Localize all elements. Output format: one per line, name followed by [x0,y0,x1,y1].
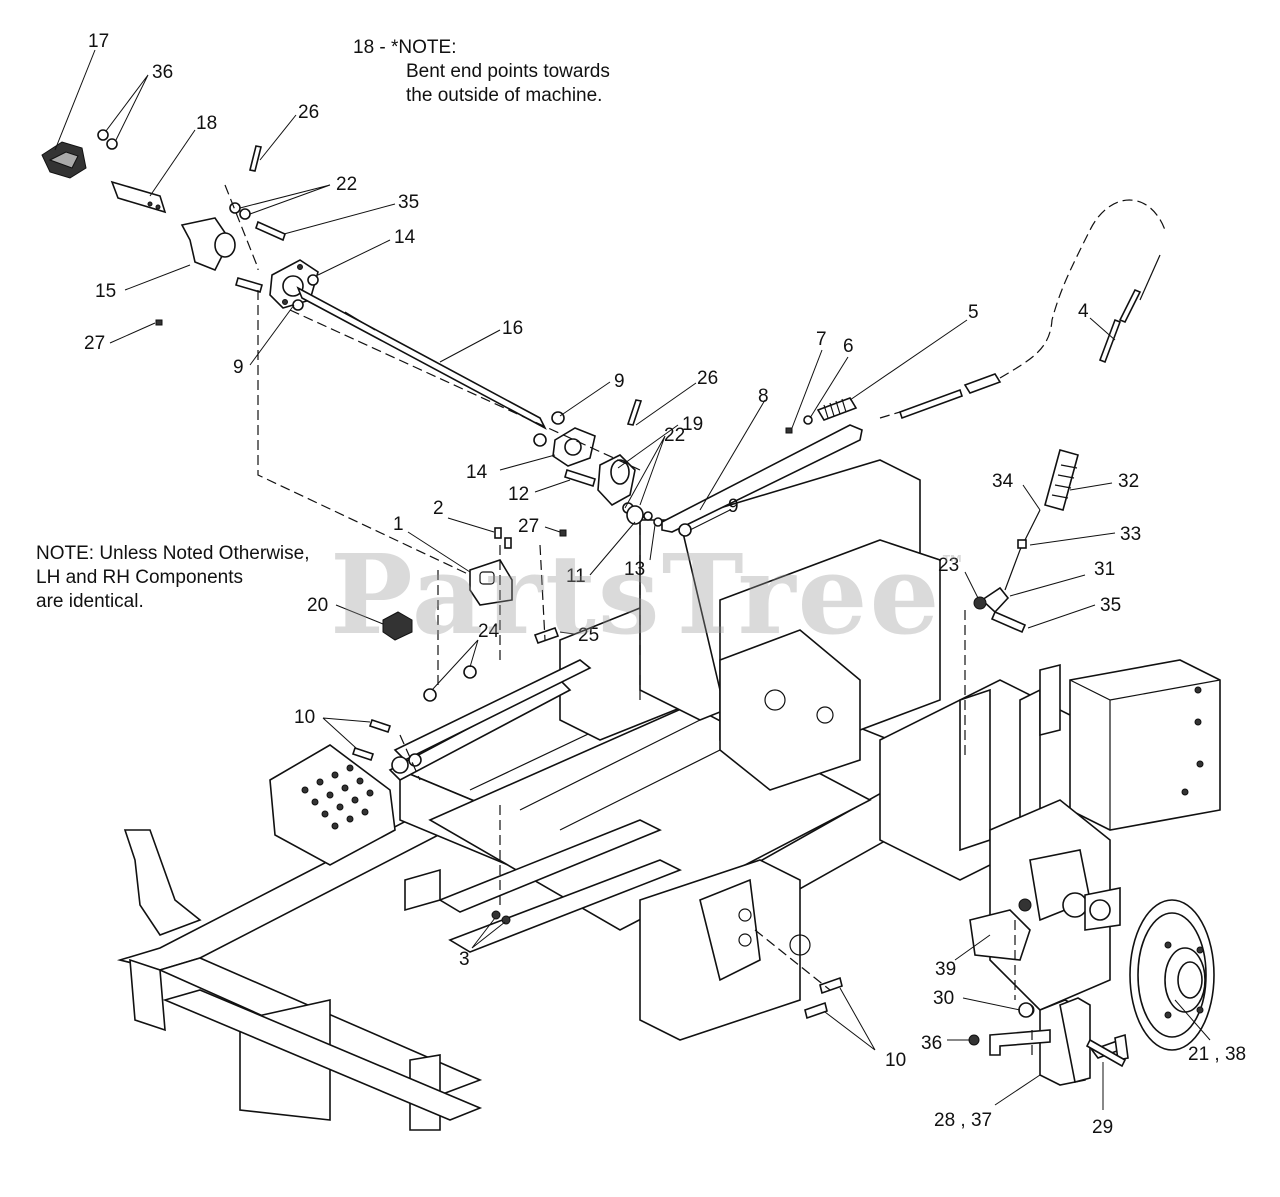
watermark: PartsTree™ [330,530,966,659]
callout-18: 18 [196,113,217,134]
callout-3: 3 [459,949,470,970]
callout-35: 35 [398,192,419,213]
callout-22: 22 [336,174,357,195]
leader-lines [54,49,1211,1110]
bent-end-note: 18 - *NOTE: Bent end points towards the … [353,36,610,108]
callout-15: 15 [95,281,116,302]
callout-10: 10 [294,707,315,728]
note-line: Bent end points towards [406,61,610,82]
callout-1: 1 [393,514,404,535]
callout-20: 20 [307,595,328,616]
brake-caliper [968,997,1129,1086]
brake-rotor [1129,899,1215,1051]
callout-27: 27 [84,333,105,354]
note-line: are identical. [36,591,144,612]
note-line: the outside of machine. [406,85,603,106]
callout-10: 10 [885,1050,906,1071]
callout-26: 26 [697,368,718,389]
callout-24: 24 [478,621,500,642]
callout-28-37: 28 , 37 [934,1110,992,1131]
callout-5: 5 [968,302,979,323]
callout-22: 22 [664,425,685,446]
callout-8: 8 [758,386,769,407]
callout-12: 12 [508,484,529,505]
callout-29: 29 [1092,1117,1113,1138]
callout-36: 36 [152,62,173,83]
note-line: NOTE: Unless Noted Otherwise, [36,543,310,564]
callout-35: 35 [1100,595,1121,616]
callout-17: 17 [88,31,109,52]
callout-9: 9 [233,357,244,378]
callout-9: 9 [728,496,739,517]
mower-frame [116,459,1221,1131]
callout-34: 34 [992,471,1014,492]
control-shaft-assembly [41,129,1166,1068]
callout-32: 32 [1118,471,1139,492]
callout-19: 19 [682,414,703,435]
callout-25: 25 [578,625,599,646]
lh-rh-note: NOTE: Unless Noted Otherwise, LH and RH … [36,542,309,614]
callout-33: 33 [1120,524,1141,545]
callout-21-38: 21 , 38 [1188,1044,1246,1065]
callout-31: 31 [1094,559,1115,580]
callout-6: 6 [843,336,854,357]
callout-7: 7 [816,329,827,350]
callout-14: 14 [394,227,416,248]
callout-labels: 17 36 18 26 22 35 14 15 27 9 16 9 26 19 … [84,31,1246,1138]
callout-13: 13 [624,559,645,580]
callout-9: 9 [614,371,625,392]
callout-4: 4 [1078,301,1089,322]
callout-2: 2 [433,498,444,519]
callout-30: 30 [933,988,954,1009]
callout-23: 23 [938,555,959,576]
note-line: LH and RH Components [36,567,243,588]
callout-39: 39 [935,959,956,980]
callout-26: 26 [298,102,319,123]
wheel-motor-assembly [969,799,1121,1011]
callout-27: 27 [518,516,539,537]
callout-11: 11 [566,566,586,587]
assembly-guide-lines [224,184,1033,1060]
callout-36: 36 [921,1033,942,1054]
note-heading: 18 - *NOTE: [353,37,457,58]
callout-14: 14 [466,462,488,483]
callout-16: 16 [502,318,523,339]
